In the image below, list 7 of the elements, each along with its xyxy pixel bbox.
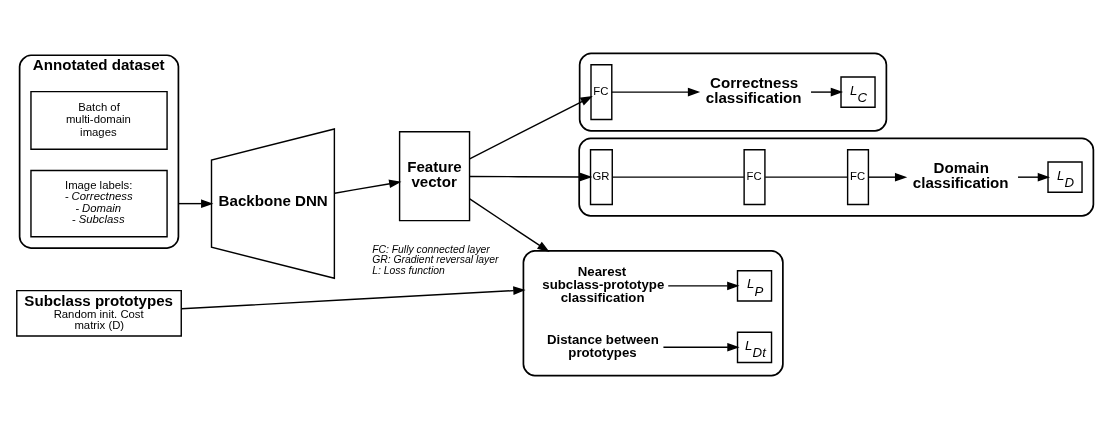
node-text: Nearest subclass-prototype classification <box>542 263 665 305</box>
node-text: Correctness classification <box>705 73 802 106</box>
label: FC: Fully connected layer <box>372 243 490 255</box>
label: L: Loss function <box>372 264 445 276</box>
node-text: Domain classification <box>912 158 1009 191</box>
label: GR: Gradient reversal layer <box>372 253 499 265</box>
node-text: Distance between prototypes <box>547 331 659 360</box>
